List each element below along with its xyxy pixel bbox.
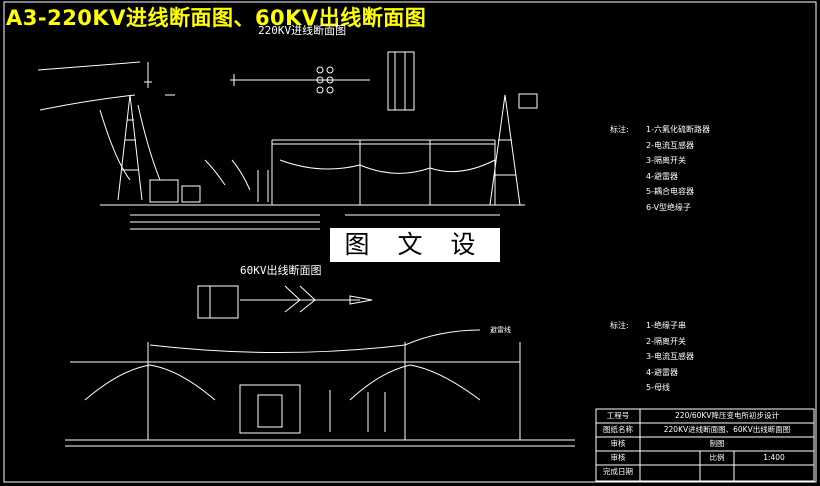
- legend-60-item: 3-电流互感器: [646, 352, 694, 362]
- left-tower-220: [117, 94, 143, 201]
- legend-60-item: 5-母线: [646, 383, 670, 393]
- legend-220-header: 标注:: [610, 125, 629, 135]
- legend-220-item: 2-电流互感器: [646, 140, 694, 150]
- plan-view-220: [230, 51, 538, 111]
- tb-drawn-label: 制图: [709, 439, 725, 448]
- drawing-title: A3-220KV进线断面图、60KV出线断面图: [6, 6, 427, 30]
- sag-line-220: [39, 94, 136, 111]
- section-60-label: 60KV出线断面图: [240, 264, 322, 277]
- section-220-label: 220KV进线断面图: [258, 24, 347, 37]
- legend-60-header: 标注:: [610, 321, 629, 331]
- legend-60-item: 1-绝缘子串: [646, 321, 686, 331]
- tb-verify-label: 审核: [610, 453, 626, 462]
- tb-date-label: 完成日期: [603, 467, 633, 476]
- equipment-row-220: [149, 159, 269, 203]
- tb-drawing-name: 220KV进线断面图、60KV出线断面图: [663, 425, 791, 434]
- legend-60: 标注: 1-绝缘子串 2-隔离开关 3-电流互感器 4-避雷器 5-母线: [610, 318, 694, 396]
- gantry-60: [70, 329, 521, 440]
- gantry-220: [271, 139, 496, 205]
- legend-220-item: 5-耦合电容器: [646, 187, 694, 197]
- legend-220: 标注: 1-六氟化硫断路器 2-电流互感器 3-隔离开关 4-避雷器 5-耦合电容…: [610, 122, 710, 215]
- watermark-stamp: 图 文 设 计: [330, 228, 500, 293]
- tb-scale-label: 比例: [709, 453, 725, 462]
- legend-220-item: 4-避雷器: [646, 171, 678, 181]
- title-block-lines: [595, 408, 815, 482]
- right-tower-220: [489, 94, 521, 206]
- legend-60-item: 2-隔离开关: [646, 336, 686, 346]
- plan-view-60: [197, 285, 373, 319]
- annotation-lead: 避雷线: [490, 326, 511, 334]
- legend-220-item: 6-V型绝缘子: [646, 202, 691, 212]
- legend-60-item: 4-避雷器: [646, 367, 678, 377]
- tb-checked-label: 审核: [610, 439, 626, 448]
- tb-project-label: 工程号: [606, 411, 630, 420]
- incoming-line-220: [37, 61, 141, 71]
- tb-scale-value: 1:400: [763, 453, 785, 462]
- legend-220-item: 1-六氟化硫断路器: [646, 125, 710, 135]
- tb-drawing-name-label: 图纸名称: [603, 425, 633, 434]
- legend-220-item: 3-隔离开关: [646, 156, 686, 166]
- tb-project-name: 220/60KV降压变电所初步设计: [675, 411, 779, 420]
- drawing-border: [3, 1, 817, 483]
